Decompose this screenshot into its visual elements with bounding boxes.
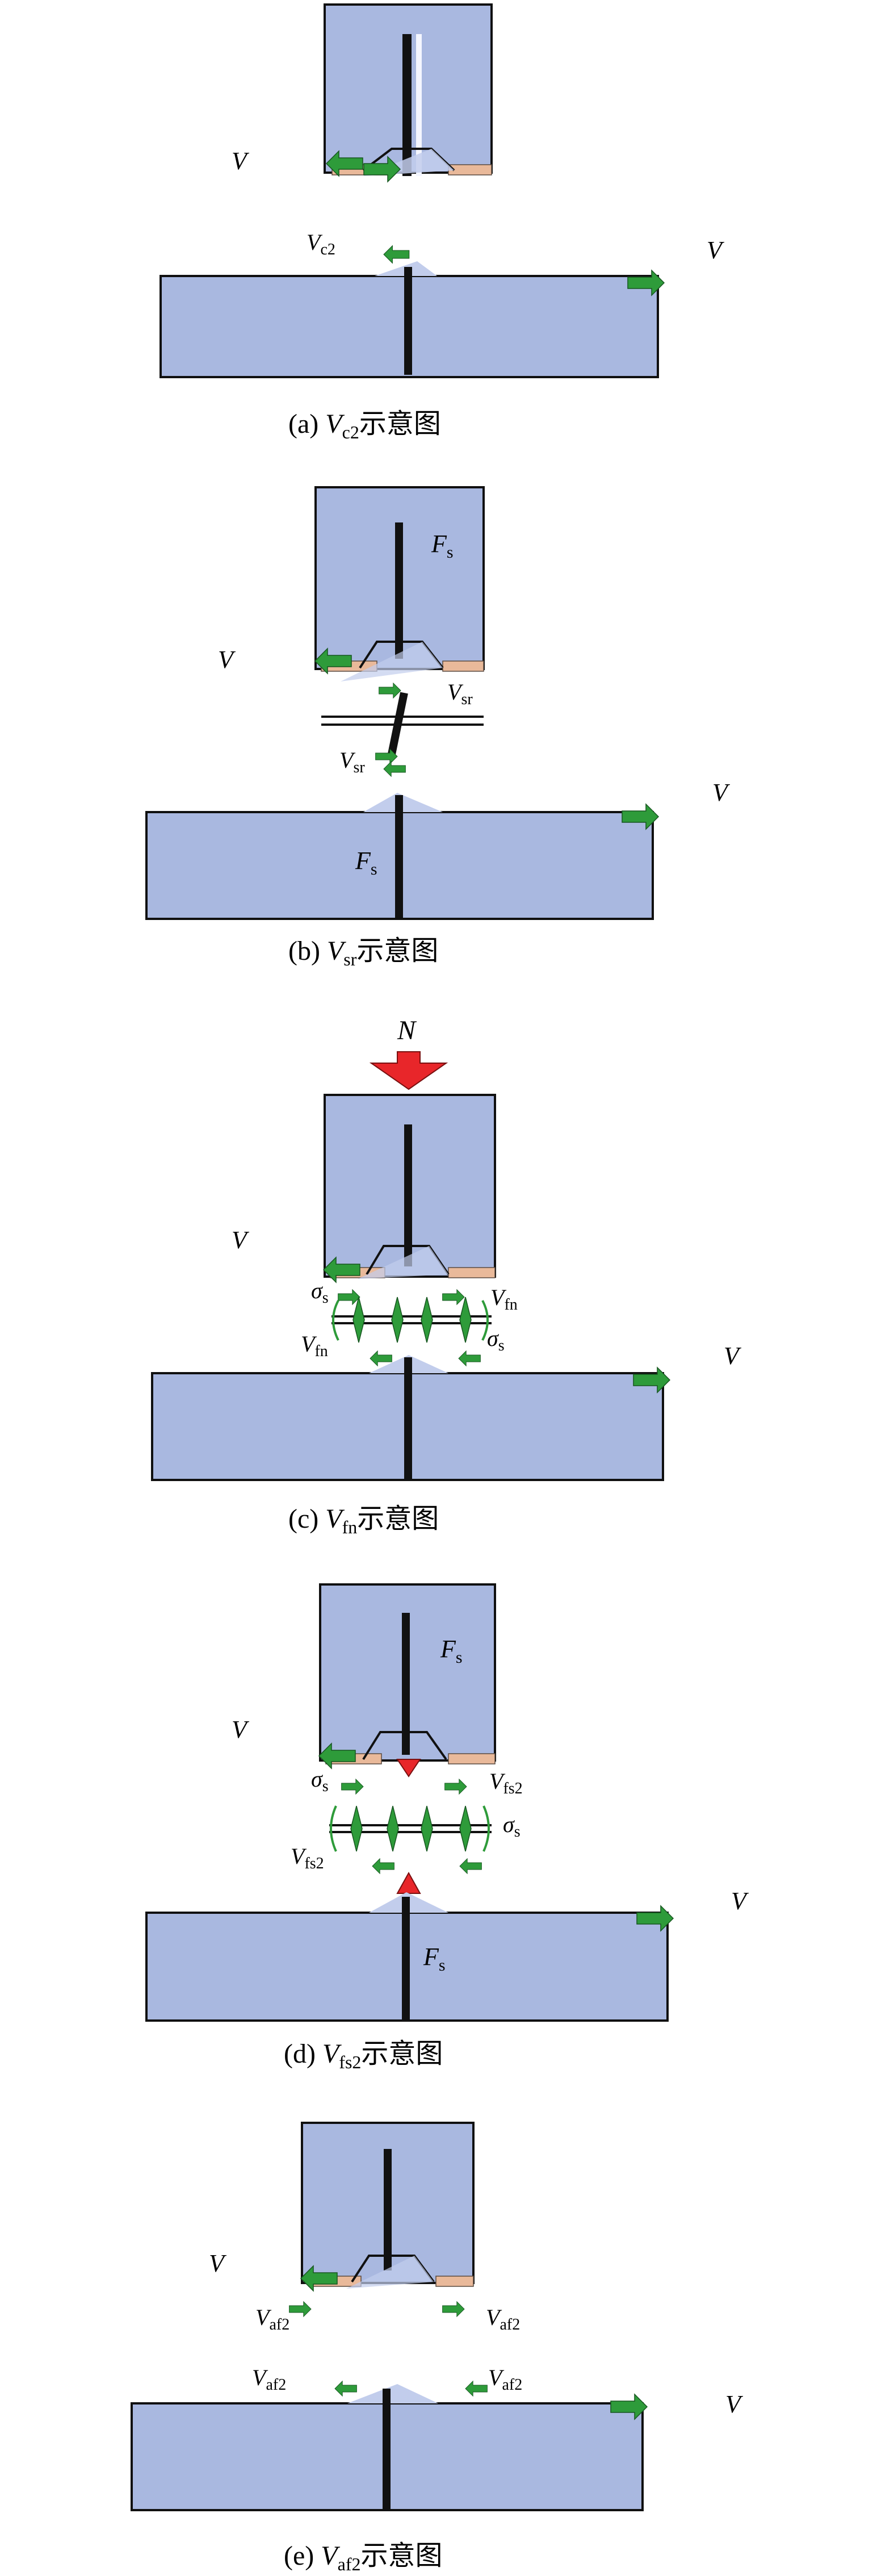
caption-e: (e) Vaf2示意图 [284, 2541, 442, 2574]
axial-arrow-bottom [396, 1871, 421, 1894]
vsr-label-top: Vsr [447, 679, 473, 708]
stress-lens-4 [459, 1805, 472, 1852]
vfs2-arrow-bottom [372, 1858, 394, 1874]
stress-arc-right [482, 1805, 490, 1852]
vaf2-arrow-2 [442, 2301, 465, 2317]
vc2-arrow [383, 245, 410, 264]
dowel-gap [416, 34, 422, 176]
caption-d: (d) Vfs2示意图 [284, 2039, 443, 2072]
dowel-bar-top [404, 1124, 412, 1266]
panel-e: V V Vaf2 Vaf2 Vaf2 Vaf2 (e) Vaf2示意图 [131, 2122, 744, 2574]
interface-pad-right [442, 660, 484, 672]
vfn-arrow-bottom [370, 1350, 392, 1366]
fs-label-top: Fs [440, 1635, 463, 1667]
v-label-right: V [712, 779, 731, 806]
dowel-bar-top [395, 522, 403, 659]
vaf2-label-1: Vaf2 [255, 2305, 289, 2334]
stress-arc-left [330, 1805, 337, 1852]
dowel-bar-bottom [383, 2389, 391, 2509]
sigma-arrow-left [341, 1779, 364, 1795]
stress-lens-1 [350, 1805, 363, 1852]
interface-pad-right [448, 1267, 496, 1278]
fs-label-top: Fs [431, 530, 454, 562]
v-label-left: V [232, 1716, 250, 1743]
key-outline [362, 1731, 447, 1760]
kinked-dowel [388, 692, 408, 755]
vfs2-label-bottom: Vfs2 [291, 1843, 324, 1872]
caption-c: (c) Vfn示意图 [288, 1504, 439, 1537]
vsr-arrow-bottom [383, 761, 406, 777]
fs-label-bottom: Fs [423, 1943, 446, 1975]
sigma-label-left: σs [311, 1278, 329, 1307]
v-label-left: V [232, 147, 250, 175]
caption-a: (a) Vc2示意图 [288, 409, 441, 442]
sigma-label-right: σs [503, 1812, 521, 1841]
crack-wedge-top [346, 2256, 434, 2289]
vaf2-label-2: Vaf2 [486, 2305, 520, 2334]
vaf2-arrow-3 [334, 2381, 357, 2397]
dowel-bar-bottom [404, 1357, 412, 1479]
fs-label-bottom: Fs [355, 847, 377, 879]
stress-lens-2 [387, 1805, 399, 1852]
vc2-label: Vc2 [307, 229, 335, 258]
stress-lens-4 [459, 1297, 472, 1343]
panel-b: V V Fs Fs Vsr Vsr (b) Vsr示意图 [145, 486, 731, 969]
dowel-bar-bottom [402, 1897, 410, 2019]
stress-lens-3 [421, 1297, 433, 1343]
vsr-label-bottom: Vsr [339, 747, 365, 776]
interface-pad-right [448, 1753, 496, 1764]
panel-a: V V Vc2 (a) Vc2示意图 [160, 3, 725, 442]
v-label-left: V [218, 646, 236, 674]
vaf2-arrow-1 [289, 2301, 312, 2317]
vfs2-label-top: Vfs2 [489, 1768, 523, 1797]
stress-lens-2 [391, 1297, 404, 1343]
sigma-arrow-right [459, 1858, 482, 1874]
sigma-label-right: σs [487, 1325, 505, 1354]
vfn-arrow-top [442, 1289, 465, 1305]
vaf2-label-3: Vaf2 [252, 2365, 286, 2394]
interface-pad-right [448, 164, 492, 175]
stress-lens-1 [352, 1297, 365, 1343]
v-label-right: V [724, 1342, 742, 1370]
vfs2-arrow-top [444, 1779, 467, 1795]
panel-d: V V Fs Fs σs Vfs2 σs Vfs2 (d) Vfs2示意图 [145, 1583, 749, 2072]
v-label-right: V [707, 236, 725, 264]
crack-wedge-top [341, 642, 443, 681]
dowel-bar-top [384, 2149, 392, 2270]
axial-arrow-top [396, 1759, 421, 1778]
v-label-left: V [209, 2249, 227, 2277]
dowel-bar-bottom [395, 795, 403, 918]
sigma-label-left: σs [311, 1766, 329, 1795]
stress-arc-left [332, 1300, 339, 1341]
vfn-label-bottom: Vfn [301, 1331, 328, 1360]
crack-wedge-bottom [347, 2384, 438, 2403]
v-label-right: V [731, 1887, 749, 1915]
stress-lens-3 [421, 1805, 433, 1852]
vaf2-arrow-4 [465, 2381, 488, 2397]
stress-arc-right [481, 1300, 489, 1341]
vsr-arrow-top [379, 683, 401, 699]
dowel-bar-top [402, 34, 412, 176]
panel-c: N V V σs Vfn Vfn σs (c) Vfn示意图 [151, 1015, 742, 1537]
sigma-arrow-left [338, 1289, 360, 1305]
dowel-bar-bottom [404, 267, 412, 375]
crack-wedge-top [358, 1246, 448, 1279]
v-label-left: V [232, 1226, 250, 1254]
vfn-label-top: Vfn [490, 1285, 518, 1314]
vaf2-label-4: Vaf2 [488, 2365, 522, 2394]
v-label-right: V [725, 2390, 744, 2418]
axial-force-arrow [369, 1051, 448, 1090]
dowel-bar-top [402, 1613, 410, 1755]
n-label: N [397, 1015, 417, 1046]
caption-b: (b) Vsr示意图 [288, 936, 438, 969]
sigma-arrow-right [458, 1350, 481, 1366]
interface-pad-right [435, 2276, 474, 2287]
